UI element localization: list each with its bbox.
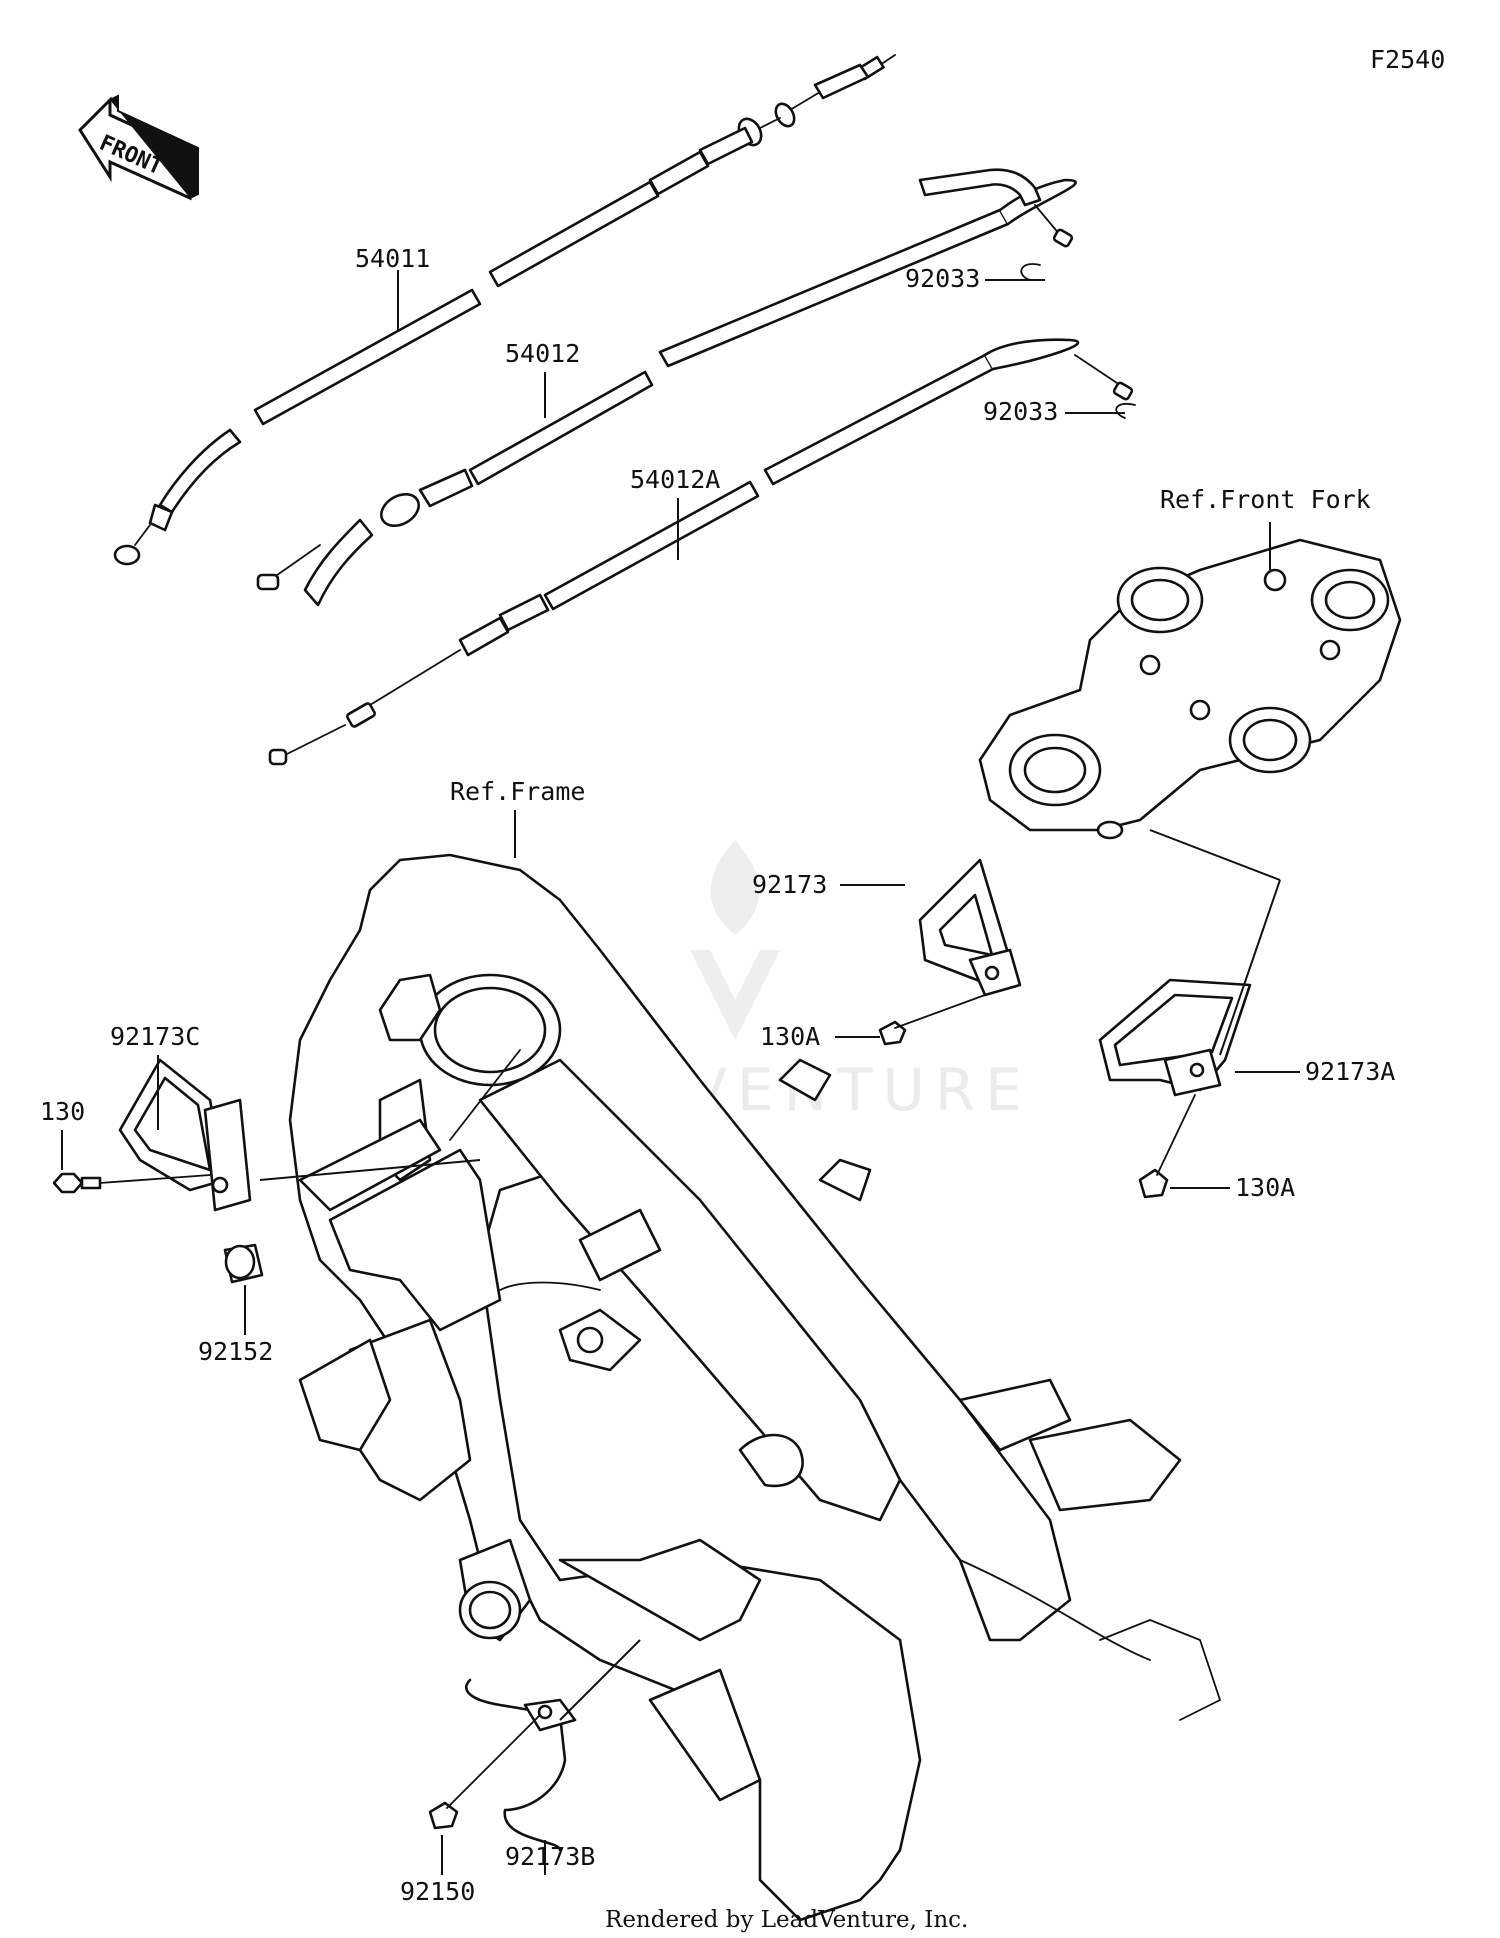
label-130A-upper: 130A [760, 1022, 820, 1051]
front-arrow-icon: FRONT [78, 94, 199, 201]
bolt-130 [52, 1172, 211, 1194]
footer-credit: Rendered by LeadVenture, Inc. [605, 1907, 968, 1933]
label-92033-lower: 92033 [983, 397, 1058, 426]
cable-54011 [113, 54, 896, 566]
label-ref-front-fork: Ref.Front Fork [1160, 485, 1371, 514]
label-ref-frame: Ref.Frame [450, 777, 585, 806]
label-92152: 92152 [198, 1337, 273, 1366]
clamp-92173A [1098, 978, 1252, 1097]
label-92033-upper: 92033 [905, 264, 980, 293]
clamp-92173B [464, 1678, 577, 1852]
clamp-92173 [918, 858, 1022, 997]
diagram-code: F2540 [1370, 45, 1445, 74]
front-fork-bracket [978, 538, 1402, 840]
watermark-flame-icon [710, 840, 760, 935]
bolt-92150 [428, 1714, 541, 1830]
label-54012: 54012 [505, 339, 580, 368]
label-54011: 54011 [355, 244, 430, 273]
cable-54012A [268, 338, 1136, 766]
label-92173C: 92173C [110, 1022, 200, 1051]
clamp-92173C [118, 1058, 252, 1212]
label-92173A: 92173A [1305, 1057, 1395, 1086]
cable-54012 [256, 168, 1077, 607]
bolt-130A-upper [878, 994, 986, 1046]
label-92173: 92173 [752, 870, 827, 899]
label-54012A: 54012A [630, 465, 720, 494]
label-130A-lower: 130A [1235, 1173, 1295, 1202]
watermark-v-icon [690, 950, 780, 1040]
label-92173B: 92173B [505, 1842, 595, 1871]
label-92150: 92150 [400, 1877, 475, 1906]
frame [288, 853, 1221, 1922]
bolt-130A-lower [1138, 1094, 1196, 1199]
label-130: 130 [40, 1097, 85, 1126]
collar-92152 [223, 1243, 264, 1284]
leader-lines [61, 270, 1300, 1875]
